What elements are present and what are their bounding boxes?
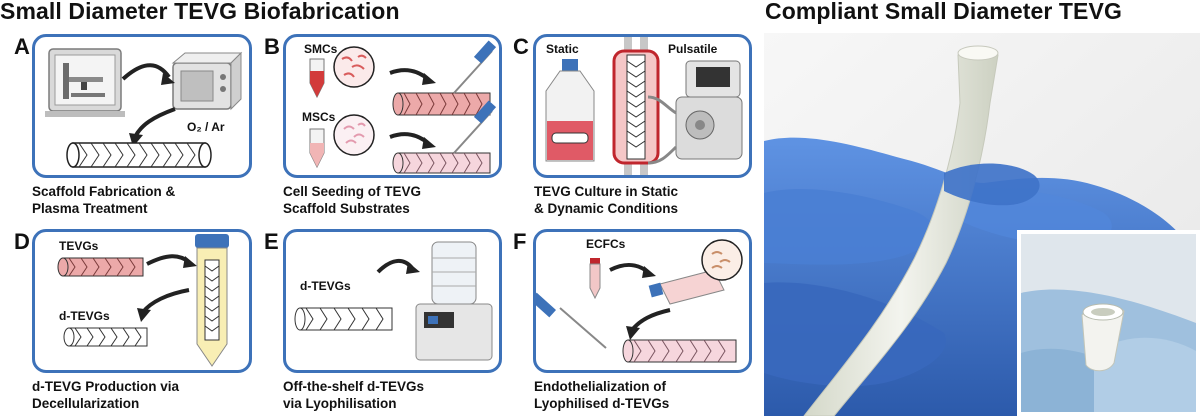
msc-vial-icon: [309, 128, 325, 169]
inset-photo: [1017, 230, 1200, 416]
freeze-dryer-icon: [415, 241, 493, 361]
tevg-photo: [764, 33, 1200, 416]
panel-c-caption-line1: TEVG Culture in Static: [534, 184, 679, 199]
ecfc-flask-icon: [648, 269, 725, 305]
smc-seeded-tube-icon: [392, 92, 491, 116]
gas-label: O₂ / Ar: [187, 120, 225, 134]
pipette-icon-f: [536, 292, 607, 349]
panel-c-caption: TEVG Culture in Static & Dynamic Conditi…: [534, 183, 678, 217]
panel-a-illustration: O₂ / Ar: [45, 48, 243, 168]
endothelialized-tube-icon: [622, 339, 737, 363]
panel-c-illustration: Static Pulsatile: [545, 37, 743, 175]
culture-flask-icon: [545, 59, 595, 162]
panel-f-caption-line1: Endothelialization of: [534, 379, 666, 394]
panel-a-box: O₂ / Ar: [32, 34, 252, 178]
panel-d-caption-line2: Decellularization: [32, 396, 140, 411]
pulsatile-pump-icon: [647, 60, 743, 165]
panel-b-caption-line2: Scaffold Substrates: [283, 201, 410, 216]
panel-d-box: TEVGs d-TEVGs: [32, 229, 252, 373]
panel-letter-a: A: [14, 34, 30, 59]
panel-c-box: Static Pulsatile: [533, 34, 752, 178]
tevg-sample-tube: [803, 45, 999, 416]
pulsatile-label: Pulsatile: [668, 42, 718, 56]
panel-letter-b: B: [264, 34, 280, 59]
panel-d-caption-line1: d-TEVG Production via: [32, 379, 180, 394]
panel-letter-c: C: [513, 34, 529, 59]
pipette-icon: [453, 40, 497, 154]
panel-e-caption-line2: via Lyophilisation: [283, 396, 397, 411]
smc-label: SMCs: [304, 42, 338, 56]
msc-seeded-tube-icon: [392, 152, 491, 174]
panel-a-caption-line1: Scaffold Fabrication &: [32, 184, 176, 199]
ecfcs-label: ECFCs: [586, 237, 626, 251]
panel-c-caption-line2: & Dynamic Conditions: [534, 201, 679, 216]
panel-a-caption: Scaffold Fabrication & Plasma Treatment: [32, 183, 175, 217]
panel-f-box: ECFCs: [533, 229, 752, 373]
right-title: Compliant Small Diameter TEVG: [765, 0, 1122, 24]
plasma-chamber-icon: [171, 51, 243, 111]
static-label: Static: [546, 42, 579, 56]
falcon-tube-icon: [195, 234, 229, 367]
panel-letter-e: E: [264, 229, 279, 254]
panel-a-caption-line2: Plasma Treatment: [32, 201, 148, 216]
msc-label: MSCs: [302, 110, 336, 124]
panel-e-box: d-TEVGs: [283, 229, 502, 373]
ecfc-vial-icon: [589, 258, 601, 300]
d-tevg-tube-icon-e: [294, 307, 393, 331]
tevg-tube-icon: [57, 257, 144, 277]
panel-b-caption: Cell Seeding of TEVG Scaffold Substrates: [283, 183, 421, 217]
d-tevg-tube-icon: [63, 327, 148, 347]
panel-f-illustration: ECFCs: [536, 237, 743, 363]
scaffold-tube-icon: [66, 142, 212, 168]
tevg-photo-illustration: [764, 33, 1200, 416]
panel-d-caption: d-TEVG Production via Decellularization: [32, 378, 179, 412]
inset-tube-ring: [1081, 303, 1125, 372]
panel-e-illustration: d-TEVGs: [294, 241, 493, 361]
tevgs-label: TEVGs: [59, 239, 99, 253]
bioreactor-chamber-icon: [612, 37, 660, 175]
msc-magnified-icon: [333, 114, 375, 156]
panel-e-caption: Off-the-shelf d-TEVGs via Lyophilisation: [283, 378, 424, 412]
dtevgs-label: d-TEVGs: [59, 309, 110, 323]
panel-letter-d: D: [14, 229, 30, 254]
dtevgs-label-e: d-TEVGs: [300, 279, 351, 293]
panel-letter-f: F: [513, 229, 527, 254]
panel-b-caption-line1: Cell Seeding of TEVG: [283, 184, 422, 199]
panel-d-illustration: TEVGs d-TEVGs: [57, 234, 229, 367]
panel-f-caption-line2: Lyophilised d-TEVGs: [534, 396, 670, 411]
panel-f-caption: Endothelialization of Lyophilised d-TEVG…: [534, 378, 669, 412]
3d-printer-icon: [45, 48, 125, 117]
panel-b-illustration: SMCs MSCs: [302, 40, 497, 174]
panel-b-box: SMCs MSCs: [283, 34, 502, 178]
left-title: Small Diameter TEVG Biofabrication: [0, 0, 400, 24]
smc-vial-icon: [309, 58, 325, 99]
panel-e-caption-line1: Off-the-shelf d-TEVGs: [283, 379, 424, 394]
